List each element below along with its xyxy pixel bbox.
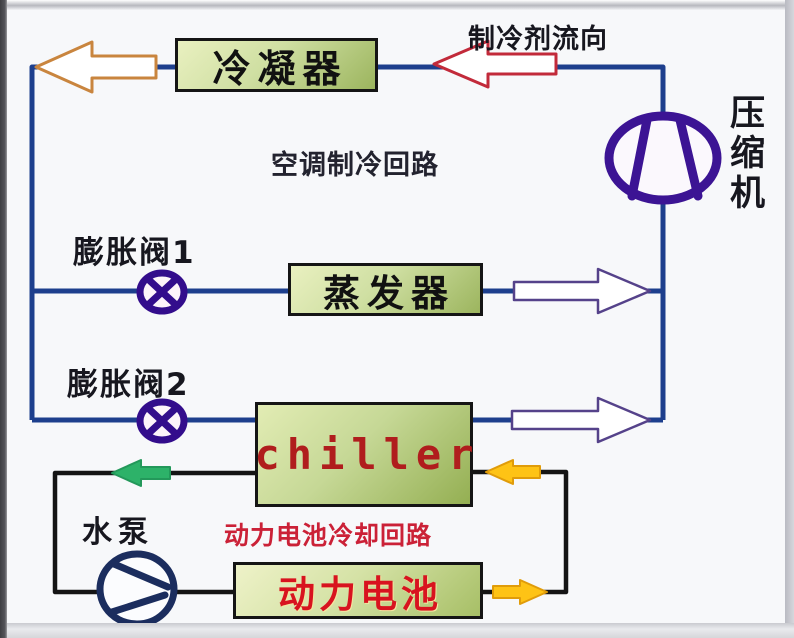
frame-edge-bottom	[7, 623, 794, 638]
refrigerant-flow-label: 制冷剂流向	[468, 24, 608, 55]
expansion-valve-1-label: 膨胀阀1	[73, 235, 196, 271]
chiller-outlet-arrow-icon	[510, 396, 652, 444]
compressor-label: 压缩机	[724, 94, 764, 214]
coolant-flow-arrow-icon	[111, 459, 171, 487]
frame-edge-right	[785, 0, 794, 638]
expansion-valve-1-icon	[136, 269, 188, 315]
chiller-box: chiller	[255, 402, 474, 507]
evaporator-box: 蒸发器	[288, 263, 483, 316]
battery-outlet-arrow-icon	[492, 579, 548, 605]
water-pump-icon	[96, 550, 178, 628]
evaporator-outlet-arrow-icon	[512, 267, 652, 315]
water-pump-label: 水泵	[82, 515, 154, 550]
condenser-box: 冷凝器	[175, 38, 378, 92]
battery-return-arrow-icon	[485, 459, 541, 485]
battery-loop-label: 动力电池冷却回路	[224, 521, 433, 550]
compressor-icon	[604, 111, 722, 205]
ac-loop-label: 空调制冷回路	[271, 150, 439, 181]
frame-edge-top	[7, 0, 794, 10]
condenser-outlet-arrow-icon	[34, 40, 158, 94]
expansion-valve-2-icon	[136, 398, 188, 444]
refrigerant-flow-arrow-icon	[432, 39, 558, 89]
battery-box: 动力电池	[233, 562, 483, 619]
frame-edge-left	[0, 0, 7, 638]
expansion-valve-2-label: 膨胀阀2	[67, 367, 190, 403]
